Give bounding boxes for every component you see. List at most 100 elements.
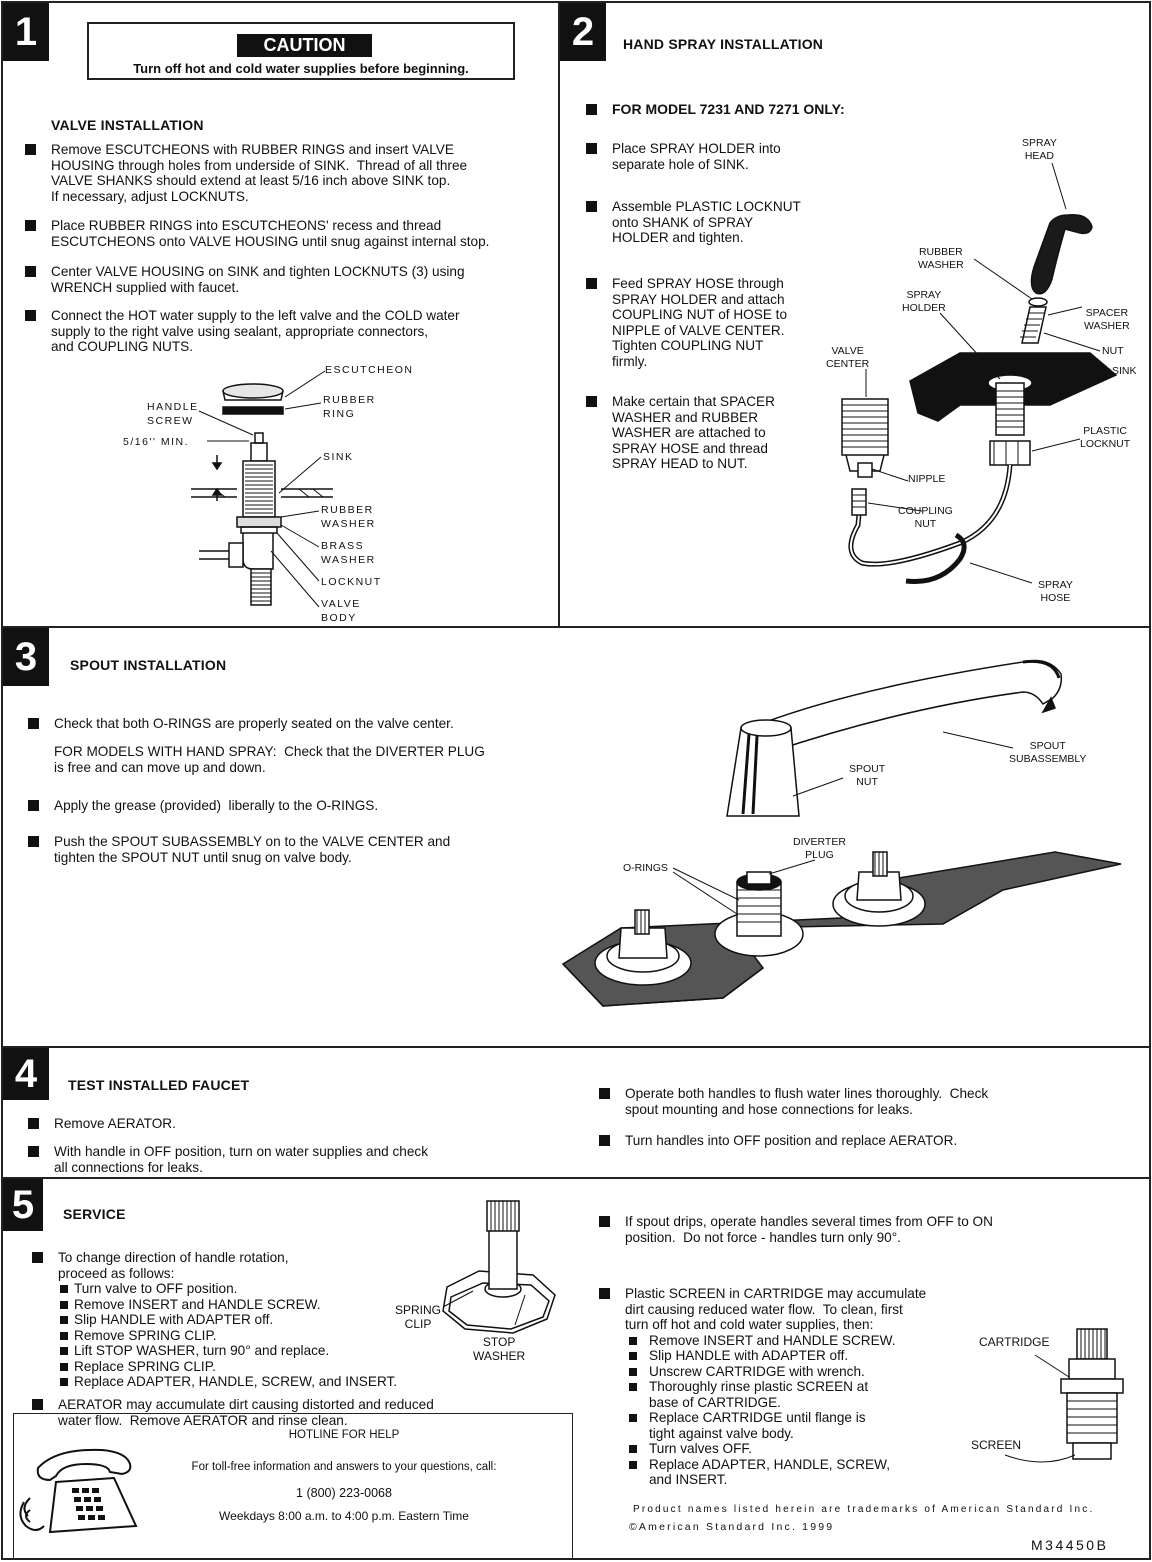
label-spring-clip: SPRING CLIP	[395, 1303, 442, 1331]
rotation-step: Slip HANDLE with ADAPTER off.	[58, 1312, 397, 1328]
hotline-text: For toll-free information and answers to…	[191, 1461, 497, 1473]
spout-diagram	[561, 659, 1122, 1007]
label-cartridge: CARTRIDGE	[979, 1335, 1050, 1349]
section-2-number: 2	[560, 3, 606, 61]
label-o-rings: O-RINGS	[623, 862, 668, 874]
bullet-square	[28, 800, 39, 811]
label-valve-body: VALVE BODY	[321, 598, 361, 624]
rotation-step: Remove SPRING CLIP.	[58, 1328, 397, 1344]
caution-text: Turn off hot and cold water supplies bef…	[133, 61, 469, 76]
screen-instructions: Plastic SCREEN in CARTRIDGE may accumula…	[599, 1286, 926, 1488]
hotline-phone: 1 (800) 223-0068	[296, 1486, 392, 1500]
s4-left-bullet-2: With handle in OFF position, turn on wat…	[28, 1144, 428, 1175]
section-1-valve-installation: 1 CAUTION Turn off hot and cold water su…	[1, 1, 560, 628]
label-rubber-washer: RUBBER WASHER	[321, 504, 376, 530]
caution-box: CAUTION Turn off hot and cold water supp…	[87, 22, 515, 80]
s2-bullet-1: Place SPRAY HOLDER into separate hole of…	[586, 141, 781, 172]
bullet-square	[599, 1088, 610, 1099]
screen-step: Slip HANDLE with ADAPTER off.	[625, 1348, 926, 1364]
label-screen: SCREEN	[971, 1438, 1022, 1452]
caution-title: CAUTION	[237, 34, 372, 57]
screen-step: Unscrew CARTRIDGE with wrench.	[625, 1364, 926, 1380]
label-spray-hose: SPRAY HOSE	[1038, 579, 1073, 604]
s2-bullet-2: Assemble PLASTIC LOCKNUT onto SHANK of S…	[586, 199, 801, 246]
screen-step: Replace CARTRIDGE until flange is tight …	[625, 1410, 926, 1441]
bullet-square	[25, 310, 36, 321]
bullet-square	[32, 1252, 43, 1263]
s1-bullet-2: Place RUBBER RINGS into ESCUTCHEONS' rec…	[25, 218, 489, 249]
document-code: M34450B	[1031, 1537, 1109, 1553]
label-plastic-locknut: PLASTIC LOCKNUT	[1080, 425, 1131, 450]
hotline-hours: Weekdays 8:00 a.m. to 4:00 p.m. Eastern …	[219, 1509, 469, 1523]
s1-bullet-3: Center VALVE HOUSING on SINK and tighten…	[25, 264, 465, 295]
label-coupling-nut: COUPLING NUT	[898, 505, 953, 530]
trademark-notice: Product names listed herein are trademar…	[633, 1504, 1095, 1515]
label-valve-center: VALVE CENTER	[826, 345, 870, 370]
bullet-square	[32, 1399, 43, 1410]
stop-washer-diagram	[442, 1200, 1124, 1463]
section-5-number: 5	[3, 1179, 43, 1231]
bullet-square	[25, 144, 36, 155]
s4-right-bullet-2: Turn handles into OFF position and repla…	[599, 1133, 957, 1149]
telephone-icon	[19, 1448, 138, 1534]
hand-spray-title: HAND SPRAY INSTALLATION	[623, 36, 824, 52]
bullet-square	[586, 278, 597, 289]
bullet-square	[599, 1216, 610, 1227]
valve-installation-title: VALVE INSTALLATION	[51, 117, 204, 133]
label-min: 5/16'' MIN.	[123, 436, 190, 448]
bullet-square	[586, 143, 597, 154]
bullet-square	[599, 1288, 610, 1299]
model-note: FOR MODEL 7231 AND 7271 ONLY:	[586, 101, 845, 118]
rotation-step: Lift STOP WASHER, turn 90° and replace.	[58, 1343, 397, 1359]
label-sink: SINK	[1112, 365, 1137, 377]
rotation-step: Replace ADAPTER, HANDLE, SCREW, and INSE…	[58, 1374, 397, 1390]
test-faucet-title: TEST INSTALLED FAUCET	[68, 1077, 250, 1093]
bullet-square	[28, 1146, 39, 1157]
screen-step: Remove INSERT and HANDLE SCREW.	[625, 1333, 926, 1349]
s4-left-bullet-1: Remove AERATOR.	[28, 1116, 176, 1132]
label-spray-holder: SPRAY HOLDER	[902, 289, 946, 314]
screen-step: Replace ADAPTER, HANDLE, SCREW, and INSE…	[625, 1457, 926, 1488]
rotation-step: Remove INSERT and HANDLE SCREW.	[58, 1297, 397, 1313]
section-4-test-faucet: 4 TEST INSTALLED FAUCET Remove AERATOR. …	[1, 1046, 1151, 1179]
section-3-spout-installation: 3 SPOUT INSTALLATION Check that both O-R…	[1, 626, 1151, 1048]
bullet-square	[25, 266, 36, 277]
section-1-number: 1	[3, 3, 49, 61]
screen-step: Turn valves OFF.	[625, 1441, 926, 1457]
label-rubber-ring: RUBBER RING	[323, 394, 376, 420]
copyright-notice: ©American Standard Inc. 1999	[629, 1521, 835, 1533]
label-sink: SINK	[323, 451, 354, 463]
section-2-hand-spray: 2 HAND SPRAY INSTALLATION FOR MODEL 7231…	[558, 1, 1151, 628]
s1-bullet-1: Remove ESCUTCHEONS with RUBBER RINGS and…	[25, 142, 467, 204]
label-brass-washer: BRASS WASHER	[321, 540, 376, 566]
label-stop-washer: STOP WASHER	[473, 1335, 526, 1363]
bullet-square	[586, 201, 597, 212]
service-title: SERVICE	[63, 1206, 126, 1222]
bullet-square	[28, 1118, 39, 1129]
section-3-number: 3	[3, 628, 49, 686]
hand-spray-diagram	[841, 162, 1118, 585]
bullet-square	[599, 1135, 610, 1146]
label-nut: NUT	[1102, 345, 1124, 357]
hotline-box: HOTLINE FOR HELP For toll-free informati…	[13, 1413, 573, 1560]
label-spout-nut: SPOUT NUT	[849, 763, 886, 788]
spout-installation-title: SPOUT INSTALLATION	[70, 657, 227, 673]
label-escutcheon: ESCUTCHEON	[325, 364, 414, 376]
label-diverter-plug: DIVERTER PLUG	[793, 836, 846, 861]
s3-bullet-3: Push the SPOUT SUBASSEMBLY on to the VAL…	[28, 834, 450, 865]
s2-bullet-4: Make certain that SPACER WASHER and RUBB…	[586, 394, 775, 472]
label-spout-subassembly: SPOUT SUBASSEMBLY	[1009, 740, 1087, 765]
label-rubber-washer: RUBBER WASHER	[918, 246, 964, 271]
label-locknut: LOCKNUT	[321, 576, 382, 588]
bullet-square	[586, 396, 597, 407]
label-spray-head: SPRAY HEAD	[1022, 137, 1057, 162]
label-nipple: NIPPLE	[908, 473, 946, 485]
bullet-square	[25, 220, 36, 231]
section-4-number: 4	[3, 1048, 49, 1100]
rotation-step: Turn valve to OFF position.	[58, 1281, 397, 1297]
hand-spray-note: FOR MODELS WITH HAND SPRAY: Check that t…	[54, 744, 485, 775]
section-5-service: 5 SERVICE To change direction of handle …	[1, 1177, 1151, 1560]
s3-bullet-1: Check that both O-RINGS are properly sea…	[28, 716, 454, 732]
bullet-square	[28, 718, 39, 729]
rotation-step: Replace SPRING CLIP.	[58, 1359, 397, 1375]
